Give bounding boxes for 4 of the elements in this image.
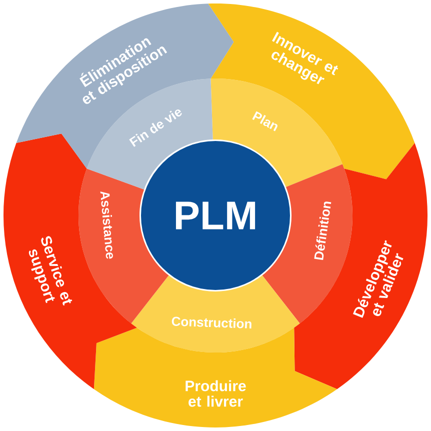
ring-segment: Construction (131, 275, 300, 352)
arrow-segment: Produire et livrer (94, 328, 338, 428)
ring-segment: Définition (262, 164, 352, 324)
ring-segment: Assistance (78, 168, 169, 324)
